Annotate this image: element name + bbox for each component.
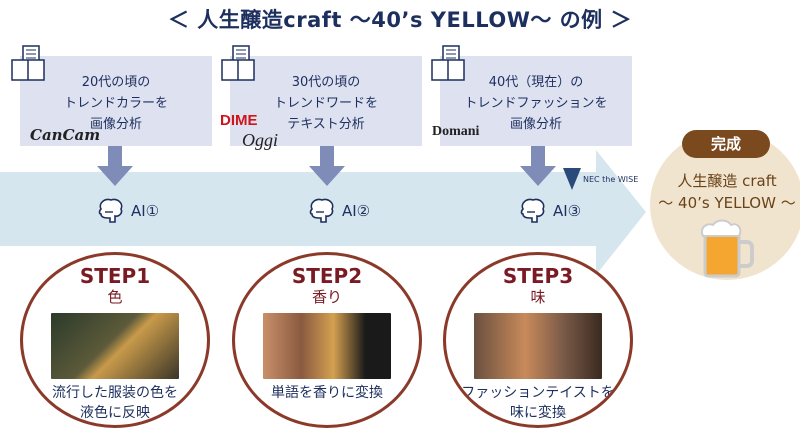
source-line: トレンドファッションを: [464, 96, 608, 111]
step-2-circle: STEP2 香り 単語を香りに変換: [232, 252, 422, 428]
step-desc: 流行した服装の色を: [52, 385, 178, 401]
down-arrow: [309, 146, 345, 186]
complete-badge: 完成: [682, 130, 770, 158]
step-1-photo: [51, 313, 179, 379]
step-1-circle: STEP1 色 流行した服装の色を 液色に反映: [20, 252, 210, 428]
nec-logo-text: NEC the WISE: [583, 174, 639, 184]
dime-logo: DIME: [220, 112, 258, 129]
step-desc: ファッションテイストを: [461, 385, 615, 401]
step-desc: 液色に反映: [80, 405, 150, 421]
flow-arrow-head: [596, 150, 646, 275]
ai-label-3: AI③: [517, 195, 581, 227]
source-line: 40代（現在）の: [488, 75, 584, 90]
result-circle: 人生醸造 craft ～ 40’s YELLOW ～: [650, 130, 800, 280]
domani-logo: Domani: [432, 124, 480, 139]
source-line: 20代の頃の: [81, 75, 151, 90]
step-2-photo: [263, 313, 391, 379]
oggi-logo: Oggi: [242, 130, 278, 150]
step-3-photo: [474, 313, 602, 379]
source-line: 30代の頃の: [291, 75, 361, 90]
ai-label-2: AI②: [306, 195, 370, 227]
source-box-2: 30代の頃の トレンドワードを テキスト分析: [230, 56, 422, 146]
step-title: STEP3: [502, 264, 574, 288]
result-line-1: 人生醸造 craft: [677, 172, 777, 190]
brain-icon: [98, 198, 123, 223]
source-box-3: 40代（現在）の トレンドファッションを 画像分析: [440, 56, 632, 146]
brain-icon: [309, 198, 334, 223]
source-line: 画像分析: [509, 117, 562, 132]
nec-wise-icon: [563, 168, 581, 190]
step-subtitle: 香り: [311, 288, 342, 306]
beer-mug-icon: [701, 219, 754, 278]
source-box-1: 20代の頃の トレンドカラーを 画像分析: [20, 56, 212, 146]
step-title: STEP1: [79, 264, 151, 288]
book-icon: [221, 45, 255, 81]
step-3-circle: STEP3 味 ファッションテイストを 味に変換: [443, 252, 633, 428]
page-title: ＜ 人生醸造craft ～40’s YELLOW～ の例 ＞: [168, 8, 632, 32]
step-subtitle: 味: [530, 288, 546, 306]
book-icon: [431, 45, 465, 81]
ai-label-text: AI③: [553, 202, 582, 220]
down-arrow: [97, 146, 133, 186]
brain-icon: [520, 198, 545, 223]
step-desc: 味に変換: [510, 405, 566, 421]
ai-label-text: AI①: [131, 202, 160, 220]
ai-label-text: AI②: [342, 202, 371, 220]
nec-logo: NEC the WISE: [563, 168, 638, 190]
result-line-2: ～ 40’s YELLOW ～: [658, 194, 796, 212]
step-title: STEP2: [291, 264, 363, 288]
source-line: 画像分析: [89, 117, 142, 132]
ai-label-1: AI①: [95, 195, 159, 227]
source-line: トレンドワードを: [273, 96, 378, 111]
source-line: トレンドカラーを: [63, 96, 168, 111]
source-line: テキスト分析: [287, 117, 365, 132]
down-arrow: [520, 146, 556, 186]
step-desc: 単語を香りに変換: [271, 385, 383, 401]
book-icon: [11, 45, 45, 81]
cancam-logo: CanCam: [30, 126, 101, 144]
flow-band: [0, 172, 600, 246]
step-subtitle: 色: [107, 288, 123, 306]
